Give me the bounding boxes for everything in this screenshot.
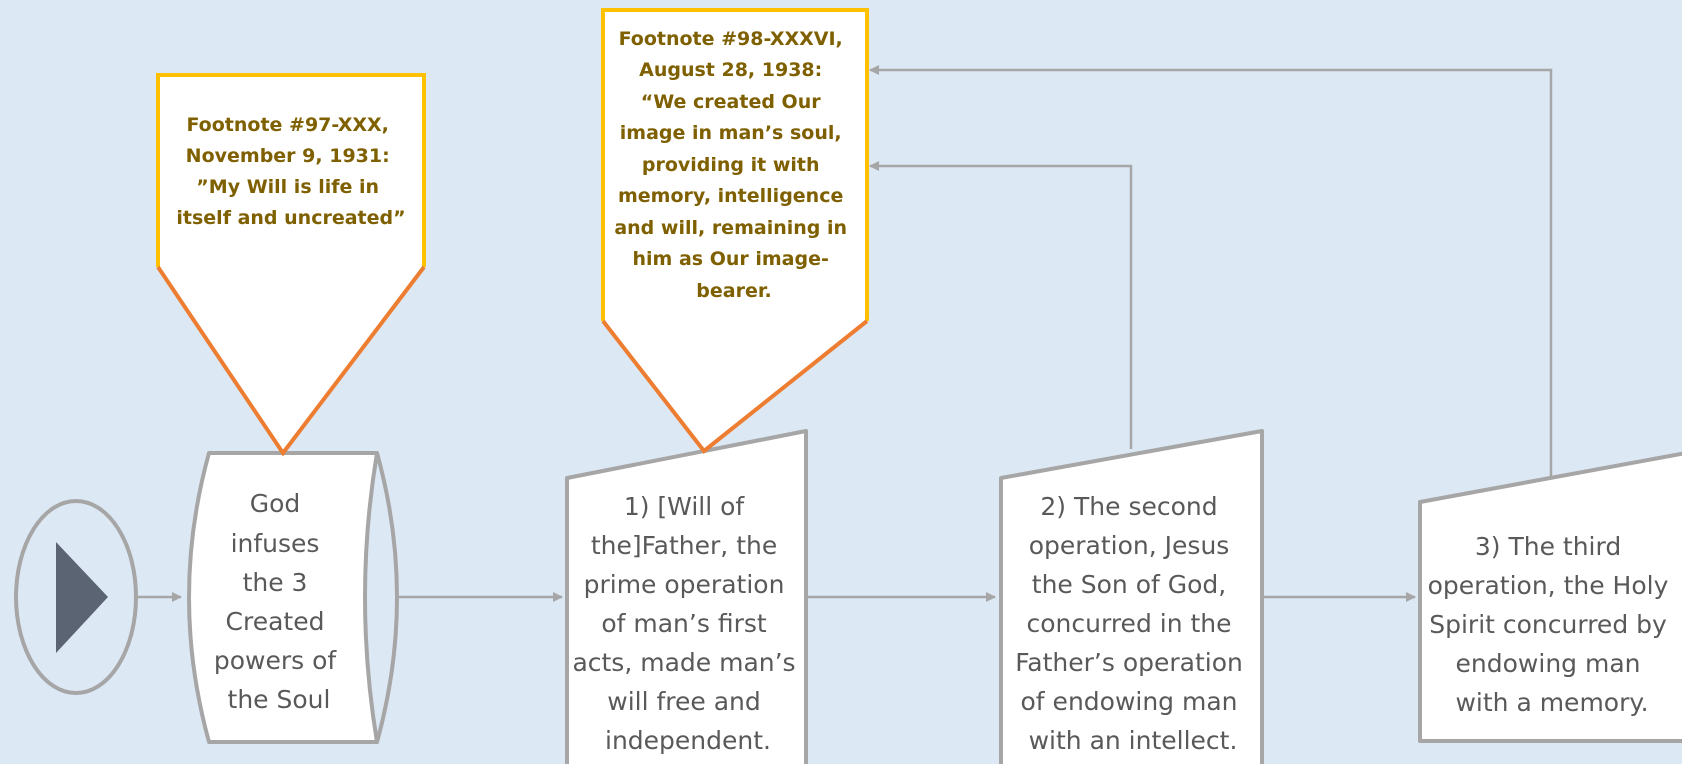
step-1-text: 1) [Will of the]Father, the prime operat… [572,492,803,755]
step-1-line: independent. [605,726,771,755]
footnote-98-line: image in man’s soul, [620,122,842,144]
step-2-line: 2) The second [1040,492,1217,521]
footnote-98-text: Footnote #98-XXXVI, August 28, 1938: “We… [614,28,853,302]
infusion-node: God infuses the 3 Created powers of the … [187,451,399,744]
footnote-97-line: itself and uncreated” [176,207,405,229]
footnote-98-line: memory, intelligence [618,185,843,207]
infusion-line: the 3 [243,568,308,597]
footnote-98-line: “We created Our [641,91,821,113]
step-1-line: prime operation [584,570,785,599]
footnote-98-line: and will, remaining in [614,217,847,239]
footnote-98-line: August 28, 1938: [639,59,822,81]
step-3-shape [1418,451,1682,743]
footnote-98-line: providing it with [642,154,820,176]
step-3-line: endowing man [1456,649,1641,678]
infusion-text: God infuses the 3 Created powers of the … [214,489,344,714]
footnote-97-line: ”My Will is life in [196,176,379,198]
step-3-line: Spirit concurred by [1429,610,1667,639]
infusion-line: God [250,489,301,518]
step-1-line: will free and [607,687,761,716]
step-2-line: concurred in the [1027,609,1232,638]
step-2-shape [999,429,1264,764]
step-2-line: with an intellect. [1029,726,1238,755]
step-2-line: operation, Jesus [1029,531,1230,560]
connector-step3-to-footnote98 [869,65,1553,478]
footnote-98-shape [603,10,867,451]
play-icon [56,542,108,653]
step-2-line: of endowing man [1021,687,1238,716]
step-1-line: 1) [Will of [624,492,746,521]
footnote-97-border-bottom [156,265,426,457]
connector-step2-to-footnote98 [869,161,1133,449]
step-3-line: operation, the Holy [1428,571,1669,600]
infusion-line: infuses [231,529,320,558]
step-1-shape [565,429,808,764]
step-3-line: 3) The third [1475,532,1621,561]
footnote-98-line: Footnote #98-XXXVI, [619,28,843,50]
footnote-98-line: bearer. [696,280,771,302]
step-1-line: the]Father, the [591,531,777,560]
footnote-97-line: November 9, 1931: [186,145,390,167]
footnote-97-text: Footnote #97-XXX, November 9, 1931: ”My … [176,114,405,229]
step-1-line: of man’s first [601,609,767,638]
infusion-line: powers of [214,646,338,675]
footnote-98-border-bottom [601,319,869,454]
step-2-line: the Son of God, [1032,570,1226,599]
connectors [136,65,1553,602]
footnote-98-line: him as Our image- [633,248,829,270]
step-2-node: 2) The second operation, Jesus the Son o… [999,429,1264,764]
footnote-98-border-top [601,8,869,321]
footnote-97-callout: Footnote #97-XXX, November 9, 1931: ”My … [156,73,426,457]
step-1-node: 1) [Will of the]Father, the prime operat… [565,429,808,764]
footnote-97-line: Footnote #97-XXX, [186,114,388,136]
infusion-line: Created [226,607,325,636]
footnote-97-border-top [156,73,426,267]
start-node[interactable] [14,499,138,695]
step-1-line: acts, made man’s [572,648,795,677]
footnote-97-shape [158,75,424,453]
step-3-line: with a memory. [1455,688,1648,717]
step-2-text: 2) The second operation, Jesus the Son o… [1015,492,1251,755]
footnote-98-callout: Footnote #98-XXXVI, August 28, 1938: “We… [601,8,869,454]
infusion-line: the Soul [228,685,331,714]
step-2-line: Father’s operation [1015,648,1243,677]
step-3-text: 3) The third operation, the Holy Spirit … [1428,532,1677,717]
step-3-node: 3) The third operation, the Holy Spirit … [1418,451,1682,743]
infusion-shape-inner-curve [375,452,399,743]
